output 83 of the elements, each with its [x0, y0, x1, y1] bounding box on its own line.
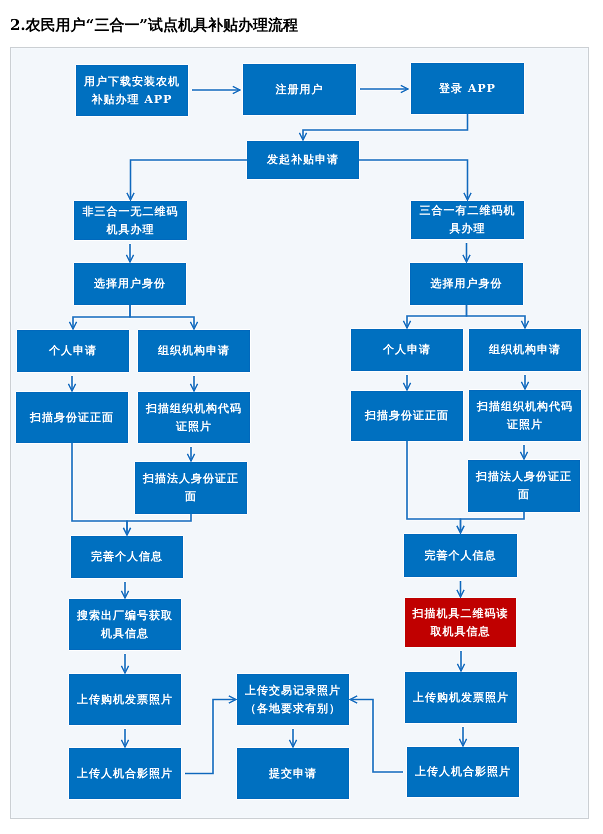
step-text: 选择用户身份 [94, 276, 166, 292]
process-box [237, 674, 349, 725]
arrow [126, 159, 247, 201]
step-text: 组织机构申请 [489, 342, 561, 358]
step-text: 上传交易记录照片（各地要求有别） [244, 682, 342, 716]
process-box [411, 63, 524, 114]
process-box [17, 330, 129, 372]
step-text: 注册用户 [276, 82, 324, 98]
process-box [351, 329, 463, 371]
step-text: 组织机构申请 [158, 343, 230, 360]
step-text: 完善个人信息 [91, 549, 163, 566]
step-text: 扫描法人身份证正面 [142, 471, 240, 505]
process-box [407, 747, 519, 797]
step-text: 搜索出厂编号获取机具信息 [76, 608, 174, 642]
arrow [456, 651, 466, 672]
step-text: 提交申请 [269, 766, 317, 782]
arrow [122, 514, 192, 536]
step-text: 个人申请 [49, 343, 97, 360]
arrow [186, 447, 196, 462]
process-box [74, 201, 187, 240]
process-box [76, 65, 188, 116]
arrow [462, 243, 471, 263]
process-box [138, 392, 250, 443]
step-text: 个人申请 [383, 342, 431, 358]
process-box [469, 329, 581, 371]
process-box [411, 201, 524, 239]
arrow [192, 86, 241, 94]
step-text: 扫描法人身份证正面 [474, 469, 573, 503]
arrow [298, 114, 468, 141]
process-box [410, 263, 523, 305]
step-text: 扫描机具二维码读取机具信息 [411, 606, 510, 640]
arrow [458, 727, 468, 747]
step-text: 扫描身份证正面 [30, 410, 114, 426]
arrow [288, 729, 298, 748]
arrow [349, 695, 403, 773]
step-text: 非三合一无二维码机具办理 [82, 204, 180, 238]
process-box [237, 748, 349, 799]
process-box [404, 534, 517, 577]
step-text: 上传人机合影照片 [77, 766, 173, 782]
process-box [468, 460, 580, 512]
step-text: 登录 APP [439, 80, 496, 97]
step-text: 扫描组织机构代码证照片 [476, 398, 574, 432]
arrow [120, 729, 130, 748]
process-box [16, 392, 128, 443]
step-text: 扫描组织机构代码证照片 [144, 400, 243, 434]
arrow [359, 159, 472, 201]
arrow [466, 305, 530, 329]
step-text: 三合一有二维码机具办理 [418, 203, 516, 237]
arrow [68, 376, 76, 392]
step-text: 扫描身份证正面 [365, 408, 449, 424]
step-text: 上传人机合影照片 [415, 764, 511, 780]
step-text: 上传购机发票照片 [413, 690, 509, 706]
process-box [405, 672, 517, 723]
arrow [520, 445, 528, 460]
arrow [120, 654, 130, 674]
step-text: 完善个人信息 [424, 548, 496, 564]
arrow [402, 375, 412, 391]
arrow [126, 244, 134, 263]
arrow [129, 305, 198, 330]
arrow [190, 376, 198, 392]
process-box [69, 674, 181, 725]
step-text: 选择用户身份 [430, 276, 502, 292]
process-box [69, 748, 181, 799]
arrow [520, 375, 530, 390]
arrow [456, 581, 465, 598]
arrow [185, 695, 237, 774]
step-text: 上传购机发票照片 [77, 692, 173, 708]
arrow [120, 582, 130, 599]
process-box [351, 391, 463, 441]
process-box [69, 599, 181, 650]
process-box [138, 330, 250, 372]
process-box [71, 536, 183, 578]
process-box [243, 64, 356, 115]
arrow [360, 84, 409, 94]
diagram-title: 2.农民用户“三合一”试点机具补贴办理流程 [10, 16, 298, 35]
process-box [74, 263, 186, 305]
step-text: 发起补贴申请 [267, 152, 339, 168]
step-text: 用户下载安装农机补贴办理 APP [82, 74, 181, 108]
process-box [405, 598, 516, 647]
process-box [135, 462, 247, 514]
process-box [247, 141, 359, 179]
process-box [469, 390, 581, 441]
arrow [456, 512, 525, 534]
